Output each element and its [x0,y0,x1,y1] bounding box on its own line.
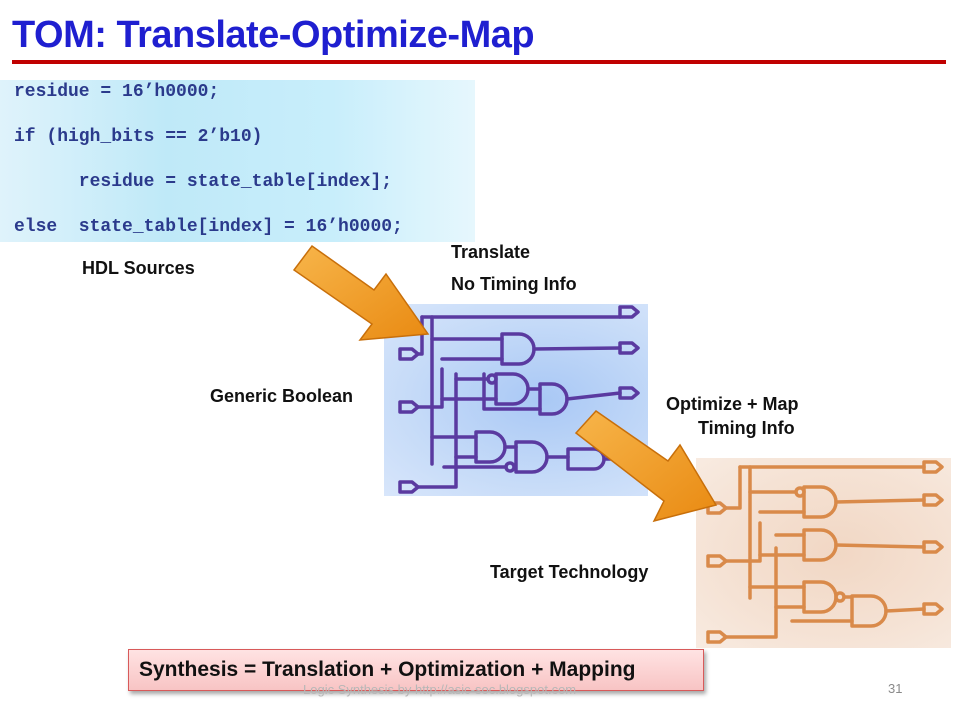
and-gate-icon [802,580,838,614]
no-timing-info-label: No Timing Info [451,274,577,294]
and-gate-icon [500,332,536,366]
code-line-3: residue = state_table[index]; [14,172,393,192]
target-technology-circuit [696,458,951,648]
synthesis-summary-text: Synthesis = Translation + Optimization +… [139,658,636,681]
translate-label: Translate [451,242,531,262]
and-gate-icon [802,528,838,562]
and-gate-icon [514,440,549,474]
output-pin-icon [922,460,944,474]
and-gate-icon [802,485,838,519]
optimize-map-arrow-icon [574,410,718,523]
code-line-4: else state_table[index] = 16’h0000; [14,217,403,237]
and-gate-icon [850,594,888,628]
translate-arrow-icon [292,244,430,341]
and-gate-icon [538,382,569,416]
optimize-map-label: Optimize + Map [666,394,799,414]
output-pin-icon [922,602,944,616]
timing-info-label: Timing Info [698,418,795,438]
and-gate-icon [494,372,530,406]
input-pin-icon [398,480,420,494]
input-pin-icon [398,400,420,414]
synthesis-summary-box: Synthesis = Translation + Optimization +… [128,649,704,691]
output-pin-icon [618,305,640,319]
and-gate-icon [474,430,507,464]
title-underline [12,60,946,64]
target-circuit-diagram [706,460,944,644]
output-pin-icon [922,493,944,507]
generic-boolean-label: Generic Boolean [210,386,354,406]
output-pin-icon [618,386,640,400]
target-technology-label: Target Technology [490,562,649,582]
input-pin-icon [706,501,728,515]
hdl-code-block: residue = 16’h0000; if (high_bits == 2’b… [0,80,475,242]
output-pin-icon [922,540,944,554]
slide-title: TOM: Translate-Optimize-Map [12,14,535,56]
code-line-2: if (high_bits == 2’b10) [14,127,263,147]
code-line-1: residue = 16’h0000; [14,82,220,102]
hdl-sources-label: HDL Sources [82,258,195,278]
input-pin-icon [398,347,420,361]
input-pin-icon [706,630,728,644]
input-pin-icon [706,554,728,568]
page-number: 31 [888,681,903,696]
output-pin-icon [618,341,640,355]
footer-source: Logic Synthesis by http://asic-soc.blogs… [303,682,577,697]
